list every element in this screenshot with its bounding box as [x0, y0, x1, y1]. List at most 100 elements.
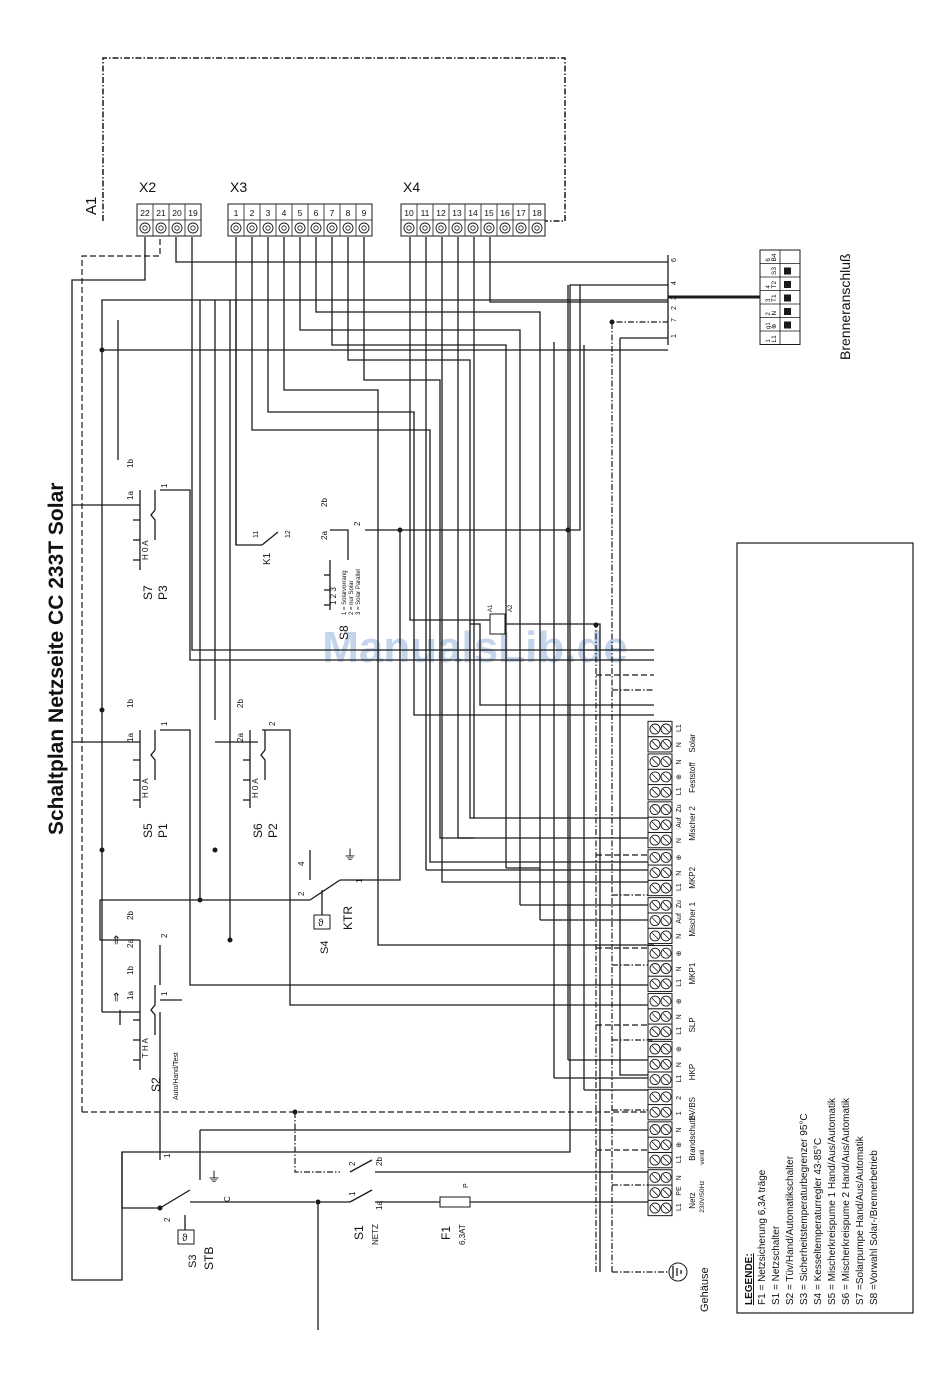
- strip-group-slp: L1N⊕: [647, 992, 683, 1040]
- s1-name: S1: [352, 1225, 366, 1240]
- terminal-screw-icon: [467, 222, 479, 234]
- burner-pin-number: 4: [766, 285, 772, 289]
- terminal-screw-icon: [278, 222, 290, 234]
- burner-pin-number: 6: [766, 258, 772, 262]
- terminal-number: 8: [346, 208, 351, 218]
- watermark: ManualsLib.de: [322, 623, 628, 672]
- legend-item: S3 = Sicherheitstemperaturbegrenzer 95°C: [799, 1113, 810, 1305]
- terminal-screw-icon: [515, 222, 527, 234]
- ground-label: Gehäuse: [699, 1267, 711, 1312]
- s5-sub: P1: [156, 823, 170, 838]
- terminal-number: 6: [314, 208, 319, 218]
- strip-pin-label: ⊕: [676, 774, 683, 780]
- s5-contact-1b: 1b: [126, 699, 135, 708]
- module-label-a1: A1: [83, 197, 100, 215]
- s5-contact-1a: 1a: [126, 733, 135, 742]
- s8-option-2: 2 = nur Solar: [349, 580, 355, 615]
- terminal-screw-icon: [419, 222, 431, 234]
- terminal-strip: L1PENL1⊕N12L1N⊕L1N⊕L1N⊕NAufZuL1N⊕NAufZuL…: [647, 720, 683, 1217]
- strip-group-feststoff: L1⊕N: [647, 753, 683, 801]
- terminal-screw-icon: [451, 222, 463, 234]
- terminal-number: 22: [140, 208, 150, 218]
- terminal-screw-icon: [403, 222, 415, 234]
- relay-label-a1: A1: [488, 604, 494, 612]
- s2-sub: Auto/Hand/Test: [173, 1052, 180, 1100]
- header-label-x2: X2: [139, 179, 156, 195]
- relay-label-a2: A2: [508, 604, 514, 612]
- relay-coil: A1 A2: [488, 604, 514, 635]
- strip-pin-label: Auf: [676, 913, 683, 924]
- strip-pin-label: L1: [676, 1075, 683, 1083]
- strip-pin-label: L1: [676, 1027, 683, 1035]
- terminal-screw-icon: [531, 222, 543, 234]
- s6-contact-2: 2: [268, 721, 277, 726]
- terminal-screw-icon: [483, 222, 495, 234]
- legend-item: S8 =Vorwahl Solar-/Brennerbetrieb: [869, 1150, 880, 1305]
- s8-name: S8: [337, 625, 351, 640]
- strip-group-solar: N L1: [647, 720, 683, 753]
- strip-group-brand: L1⊕N: [647, 1121, 683, 1169]
- s1-contact-2b: 2b: [375, 1157, 384, 1166]
- strip-pin-label: ⊕: [676, 1142, 683, 1148]
- burner-pin-number: g1: [766, 322, 772, 329]
- strip-group-caption: HKP: [688, 1064, 697, 1080]
- s6-sub: P2: [266, 823, 280, 838]
- s5-name: S5: [141, 823, 155, 838]
- stb-s3: ϑ 2 1 C S3 STB ⏚: [159, 1153, 232, 1270]
- controller-frame: A1: [83, 57, 566, 222]
- burner-title: Brenneranschluß: [837, 253, 853, 360]
- strip-group-caption: Feststoff: [688, 762, 697, 793]
- burner-contact: [784, 267, 791, 275]
- strip-pin-label: N: [676, 742, 683, 747]
- terminal-screw-icon: [230, 222, 242, 234]
- terminal-screw-icon: [326, 222, 338, 234]
- s3-theta-icon: ϑ: [182, 1233, 188, 1244]
- terminal-number: 11: [421, 208, 430, 218]
- ground-icon-stb: ⏚: [207, 1169, 221, 1185]
- terminal-screw-icon: [262, 222, 274, 234]
- burner-pin-label: ⊕: [771, 323, 778, 329]
- s3-contact-1: 1: [163, 1153, 172, 1158]
- legend-item: S7 =Solarpumpe Hand/Aus/Automatik: [855, 1135, 866, 1305]
- s2-contact-1: 1: [160, 991, 169, 996]
- burner-pin-number: 3: [766, 298, 772, 302]
- strip-pin-label: 1: [676, 1111, 683, 1115]
- burner-pin-label: T2: [771, 281, 778, 289]
- terminal-screw-icon: [155, 222, 167, 234]
- s7-positions: H 0 A: [141, 540, 150, 560]
- terminal-number: 13: [452, 208, 462, 218]
- strip-group-mkp1: L1N⊕: [647, 945, 683, 992]
- s7-contact-1b: 1b: [126, 459, 135, 468]
- strip-group-caption: Netz: [688, 1192, 697, 1208]
- ground-icon-ktr: ⏚: [343, 847, 357, 863]
- burner-pin-number: 1: [766, 339, 772, 343]
- strip-pin-label: ⊕: [676, 998, 683, 1004]
- s2-arrow-icon-2: ⇒: [109, 935, 123, 945]
- s2-name: S2: [149, 1077, 163, 1092]
- thermostat-s4: ϑ 2 4 1 S4 KTR ⏚: [297, 847, 364, 954]
- legend-title: LEGENDE:: [744, 1253, 755, 1305]
- strip-group-hkp: L1N⊕: [647, 1040, 683, 1088]
- burner-contact: [784, 308, 791, 315]
- strip-pin-label: Zu: [676, 804, 683, 812]
- s2-arrow-icon: ⇒: [109, 992, 123, 1002]
- burner-pin-label: B4: [771, 253, 778, 261]
- strip-pin-label: L1: [676, 724, 683, 732]
- s8-contact-2b: 2b: [320, 498, 329, 507]
- s8-contact-2a: 2a: [320, 531, 329, 540]
- strip-group-caption: BV/BS: [688, 1097, 697, 1121]
- s8-positions: 1 2 3: [329, 587, 338, 605]
- terminal-number: 2: [250, 208, 255, 218]
- s7-sub: P3: [156, 585, 170, 600]
- s2-contact-2b: 2b: [126, 911, 135, 920]
- f1-rating: 6,3AT: [458, 1224, 467, 1245]
- burner-connector: Brenneranschluß L11⊕g1N2T13T24S3B4664327…: [671, 249, 853, 360]
- s8-option-3: 3 = Solar Parallel: [356, 569, 362, 615]
- strip-pin-label: N: [676, 1062, 683, 1067]
- legend-item: S1 = Netzschalter: [771, 1225, 782, 1305]
- s2-positions: T H A: [141, 1037, 150, 1058]
- strip-pin-label: Zu: [676, 900, 683, 908]
